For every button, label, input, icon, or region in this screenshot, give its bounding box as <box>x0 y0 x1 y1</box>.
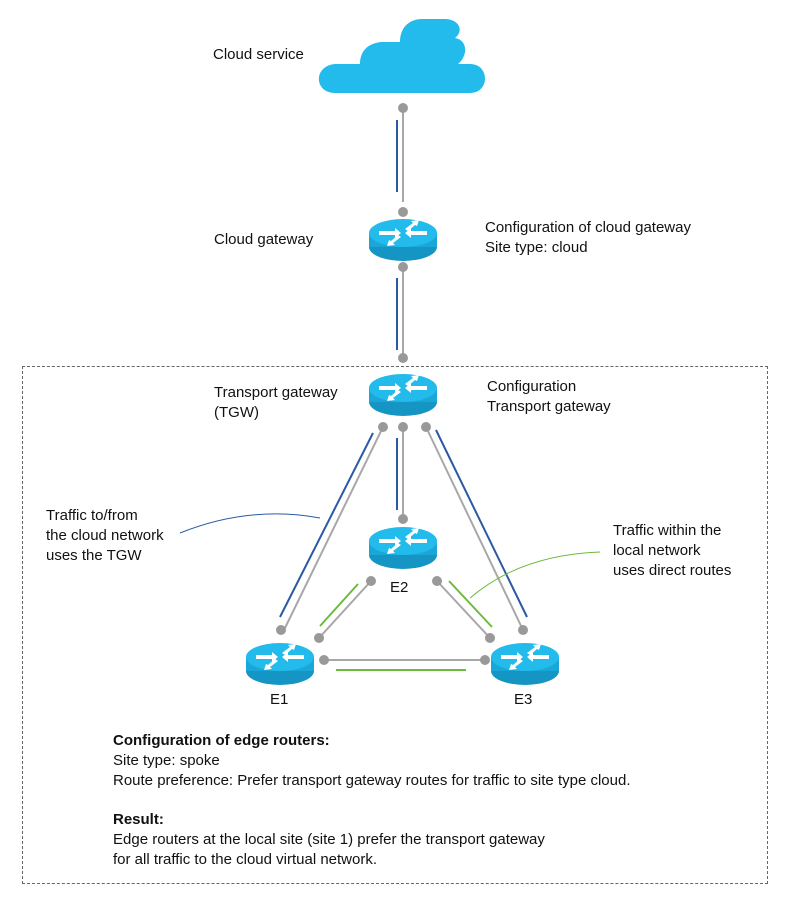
link-e2-to-e3 <box>432 576 495 643</box>
e3-router-icon <box>491 643 559 685</box>
edge-config-route-preference: Route preference: Prefer transport gatew… <box>113 772 631 789</box>
tgw-traffic-annotation-line3: uses the TGW <box>46 547 142 564</box>
tgw-config-line2: Transport gateway <box>487 398 611 415</box>
tgw-label-line1: Transport gateway <box>214 384 338 401</box>
result-title: Result: <box>113 811 164 828</box>
local-traffic-annotation-line3: uses direct routes <box>613 562 732 579</box>
link-tgw-to-e2 <box>396 422 408 524</box>
link-tgw-to-e1 <box>276 422 388 635</box>
tgw-config-line1: Configuration <box>487 378 577 395</box>
tgw-router-icon <box>369 374 437 416</box>
local-traffic-annotation-line2: local network <box>613 542 701 559</box>
link-e1-to-e2 <box>314 576 376 643</box>
edge-config-title: Configuration of edge routers: <box>113 732 330 749</box>
cloud-gateway-config-title: Configuration of cloud gateway <box>485 219 691 236</box>
cloud-service-label: Cloud service <box>213 46 304 63</box>
local-traffic-annotation-line1: Traffic within the <box>613 522 722 539</box>
link-e1-to-e3 <box>319 655 490 671</box>
e3-label: E3 <box>514 691 533 708</box>
e2-label: E2 <box>390 579 409 596</box>
edge-config-site-type: Site type: spoke <box>113 752 220 769</box>
e1-router-icon <box>246 643 314 685</box>
cloud-gateway-site-type: Site type: cloud <box>485 239 588 256</box>
tgw-traffic-annotation-line1: Traffic to/from <box>46 507 138 524</box>
link-tgw-to-e3 <box>421 422 528 635</box>
cloud-icon <box>318 19 485 93</box>
local-traffic-callout-line <box>469 551 601 599</box>
link-cloud-gateway-to-tgw <box>396 262 408 363</box>
link-cloud-to-cloud-gateway <box>396 103 408 217</box>
cloud-gateway-router-icon <box>369 219 437 261</box>
e1-label: E1 <box>270 691 289 708</box>
tgw-traffic-callout-line <box>179 513 321 534</box>
tgw-traffic-annotation-line2: the cloud network <box>46 527 164 544</box>
e2-router-icon <box>369 527 437 569</box>
cloud-gateway-label: Cloud gateway <box>214 231 314 248</box>
tgw-label-line2: (TGW) <box>214 404 259 421</box>
result-line2: for all traffic to the cloud virtual net… <box>113 851 378 868</box>
local-site-boundary <box>22 366 768 884</box>
result-line1: Edge routers at the local site (site 1) … <box>113 831 545 848</box>
